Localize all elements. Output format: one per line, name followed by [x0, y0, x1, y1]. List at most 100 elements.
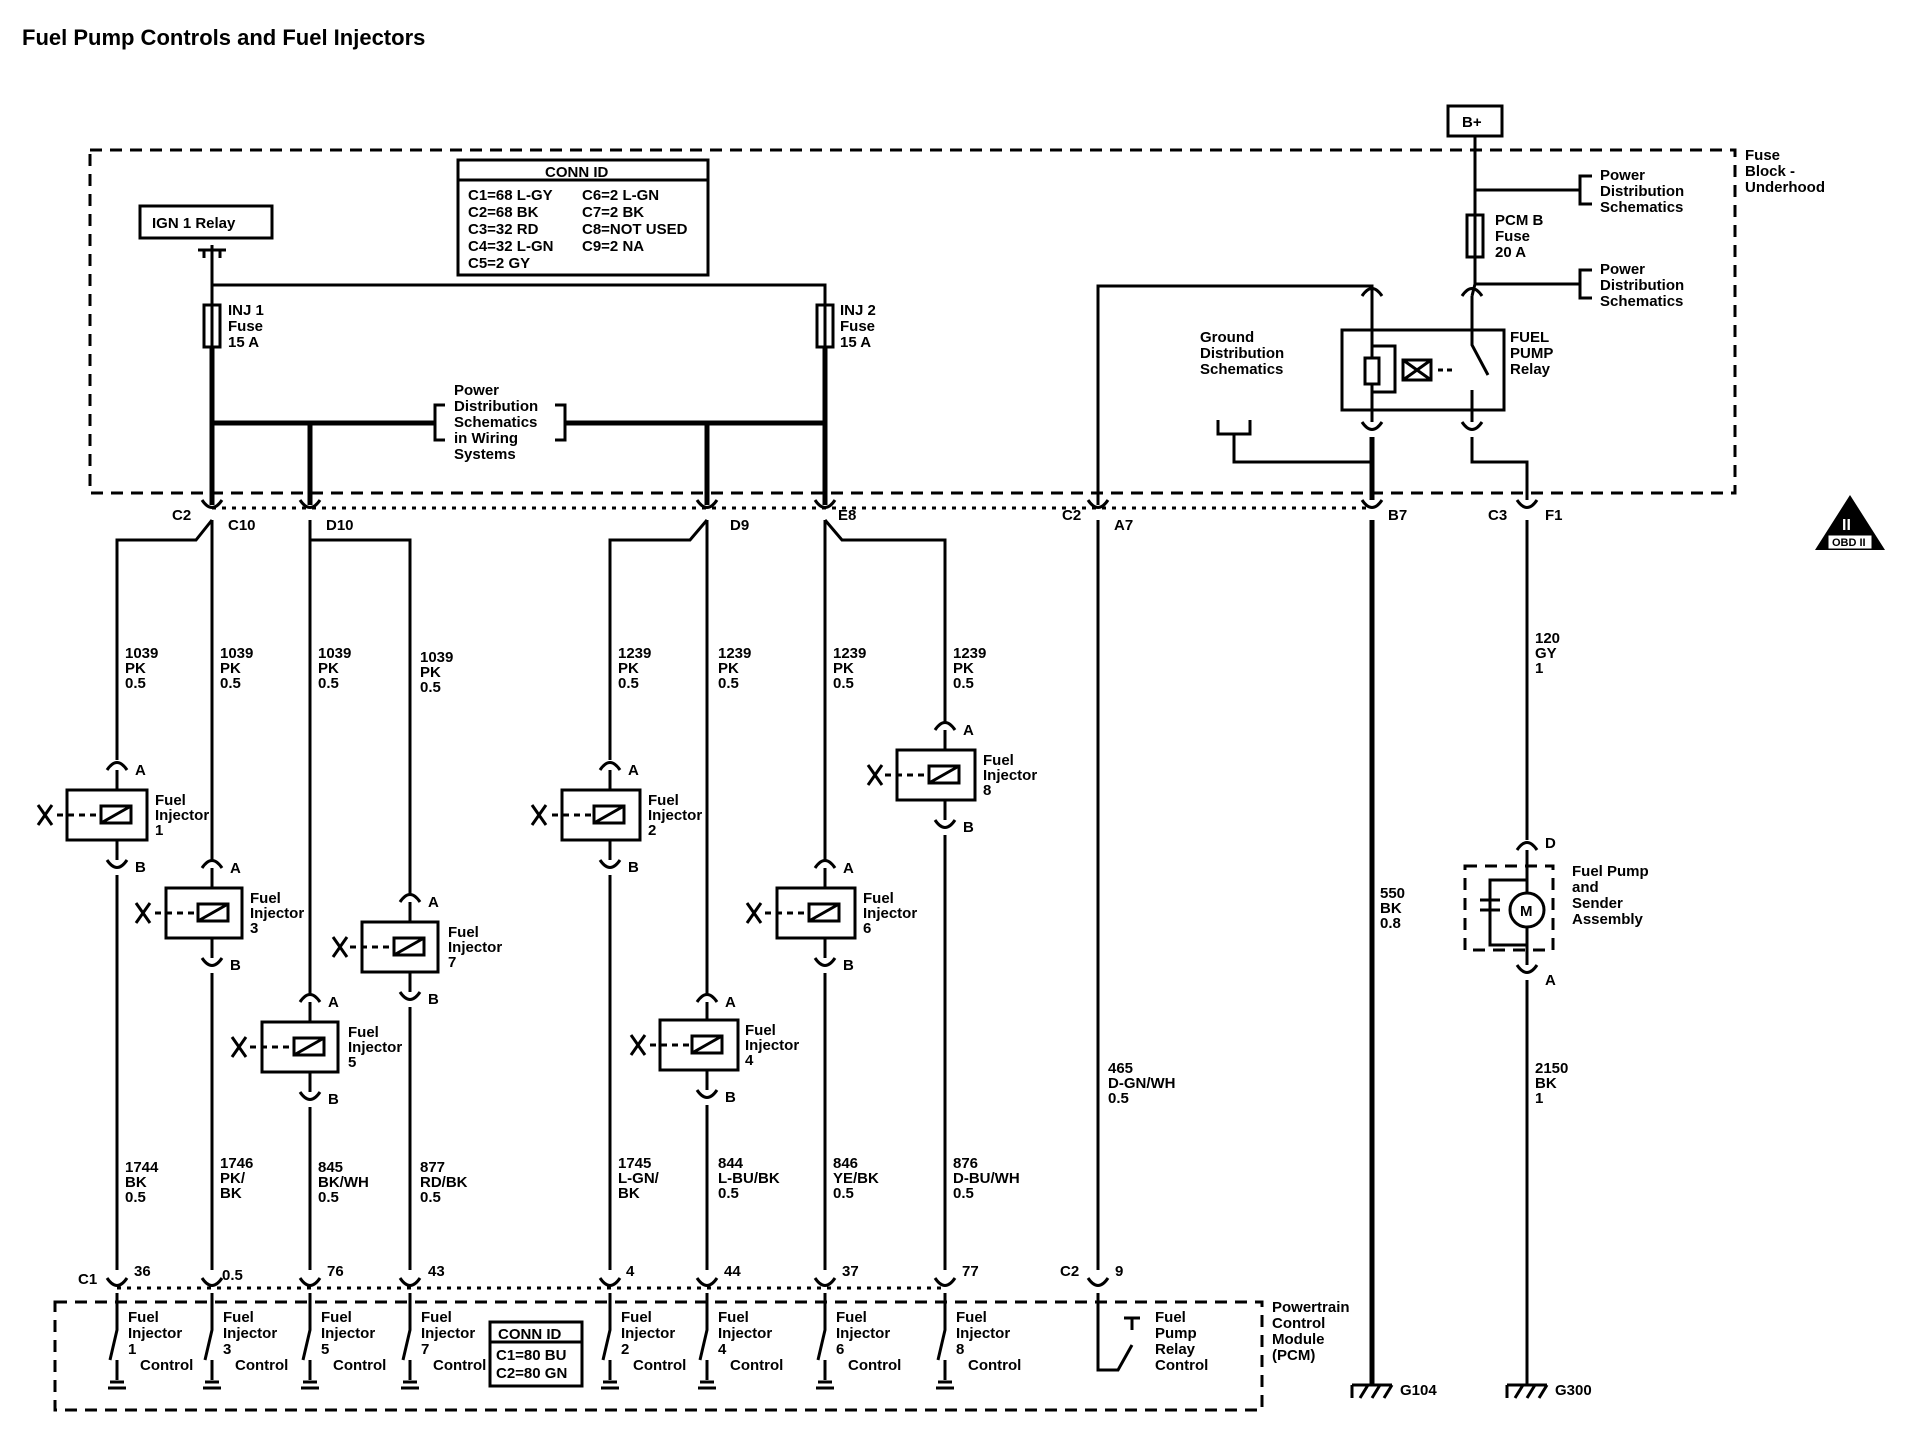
svg-text:1746: 1746 [220, 1155, 253, 1172]
pcmb-fuse-label: PCM B Fuse 20 A [1495, 212, 1544, 261]
fuel-pump-internals [1480, 850, 1546, 965]
svg-text:PK: PK [318, 660, 339, 677]
power-dist-right-label-2: Power Distribution Schematics [1600, 261, 1684, 310]
svg-text:Control: Control [333, 1357, 386, 1374]
fuel-injector-2: A B Fuel Injector 2 [530, 761, 702, 876]
svg-text:Fuel: Fuel [836, 1309, 867, 1326]
fuel-injector-6: A B Fuel Injector 6 [745, 859, 917, 974]
svg-text:Ground: Ground [1200, 329, 1254, 346]
svg-text:L-BU/BK: L-BU/BK [718, 1170, 780, 1187]
svg-text:C10: C10 [228, 517, 256, 534]
svg-text:PK: PK [718, 660, 739, 677]
svg-text:0.5: 0.5 [718, 1185, 739, 1202]
svg-text:Fuel: Fuel [250, 890, 281, 907]
svg-text:0.5: 0.5 [125, 1189, 146, 1206]
svg-text:RD/BK: RD/BK [420, 1174, 468, 1191]
wire-120 [1470, 437, 1529, 840]
svg-text:A7: A7 [1114, 517, 1133, 534]
svg-text:0.5: 0.5 [718, 675, 739, 692]
fuel-injector-7: A B Fuel Injector 7 [331, 893, 502, 1008]
svg-text:II: II [1842, 517, 1851, 534]
svg-text:Injector: Injector [223, 1325, 277, 1342]
svg-text:876: 876 [953, 1155, 978, 1172]
svg-text:C2=80 GN: C2=80 GN [496, 1365, 567, 1382]
svg-text:OBD II: OBD II [1832, 537, 1866, 549]
svg-text:Fuse: Fuse [228, 318, 263, 335]
svg-text:Relay: Relay [1155, 1341, 1196, 1358]
svg-text:Fuel: Fuel [348, 1024, 379, 1041]
svg-text:Fuel: Fuel [421, 1309, 452, 1326]
relay-control-switch [1096, 1293, 1140, 1372]
svg-text:Distribution: Distribution [1200, 345, 1284, 362]
svg-text:Fuel Pump: Fuel Pump [1572, 863, 1649, 880]
svg-text:B7: B7 [1388, 507, 1407, 524]
svg-text:Module: Module [1272, 1331, 1325, 1348]
svg-text:Power: Power [454, 382, 499, 399]
svg-text:Systems: Systems [454, 446, 516, 463]
power-dist-right-label-1: Power Distribution Schematics [1600, 167, 1684, 216]
svg-text:1745: 1745 [618, 1155, 651, 1172]
svg-text:Fuel: Fuel [448, 924, 479, 941]
svg-text:F1: F1 [1545, 507, 1563, 524]
svg-text:C8=NOT USED: C8=NOT USED [582, 221, 688, 238]
svg-text:D-BU/WH: D-BU/WH [953, 1170, 1020, 1187]
svg-text:Distribution: Distribution [454, 398, 538, 415]
pcm-boundary [53, 1300, 1264, 1412]
relay-control-label: Fuel Pump Relay Control [1155, 1309, 1208, 1374]
svg-text:C1=68 L-GY: C1=68 L-GY [468, 187, 553, 204]
svg-text:C1=80 BU: C1=80 BU [496, 1347, 566, 1364]
svg-text:B: B [843, 957, 854, 974]
svg-text:Sender: Sender [1572, 895, 1623, 912]
svg-text:Fuel: Fuel [718, 1309, 749, 1326]
svg-text:0.5: 0.5 [953, 675, 974, 692]
svg-text:CONN ID: CONN ID [498, 1326, 562, 1343]
wire-2150-label: 2150 BK 1 [1535, 1060, 1568, 1107]
svg-text:A: A [428, 894, 439, 911]
svg-text:1039: 1039 [420, 649, 453, 666]
svg-text:Control: Control [1155, 1357, 1208, 1374]
svg-text:5: 5 [348, 1054, 356, 1071]
svg-text:L-GN/: L-GN/ [618, 1170, 660, 1187]
battery-terminal-label: B+ [1462, 114, 1482, 131]
svg-text:D-GN/WH: D-GN/WH [1108, 1075, 1176, 1092]
svg-text:BK: BK [1380, 900, 1402, 917]
svg-text:Injector: Injector [448, 939, 502, 956]
relay-connectors [1360, 287, 1484, 431]
svg-text:Control: Control [730, 1357, 783, 1374]
svg-text:B: B [725, 1089, 736, 1106]
svg-text:A: A [843, 860, 854, 877]
svg-text:Assembly: Assembly [1572, 911, 1644, 928]
fuel-pump-connectors [1515, 841, 1539, 974]
fuel-injector-3: A B Fuel Injector 3 [134, 859, 304, 974]
svg-text:44: 44 [724, 1263, 741, 1280]
svg-text:1039: 1039 [220, 645, 253, 662]
svg-text:3: 3 [223, 1341, 231, 1358]
svg-text:6: 6 [836, 1341, 844, 1358]
svg-text:7: 7 [448, 954, 456, 971]
svg-text:PK: PK [953, 660, 974, 677]
svg-text:Underhood: Underhood [1745, 179, 1825, 196]
svg-text:B: B [135, 859, 146, 876]
svg-text:B: B [963, 819, 974, 836]
pcm-driver-switches [108, 1293, 954, 1390]
svg-text:Control: Control [848, 1357, 901, 1374]
svg-text:A: A [135, 762, 146, 779]
svg-text:C7=2 BK: C7=2 BK [582, 204, 644, 221]
svg-text:0.5: 0.5 [1108, 1090, 1129, 1107]
svg-text:PCM B: PCM B [1495, 212, 1544, 229]
power-dist-bracket [433, 403, 567, 442]
svg-text:Injector: Injector [863, 905, 917, 922]
svg-text:2150: 2150 [1535, 1060, 1568, 1077]
power-dist-right-brackets [1578, 174, 1592, 300]
svg-text:B: B [230, 957, 241, 974]
svg-text:1: 1 [128, 1341, 136, 1358]
svg-text:D10: D10 [326, 517, 354, 534]
pcm-conn-id-table: CONN ID C1=80 BU C2=80 GN [488, 1320, 584, 1388]
svg-text:Fuel: Fuel [983, 752, 1014, 769]
fuel-pump-relay-label: FUEL PUMP Relay [1510, 329, 1553, 378]
wire-465 [1096, 284, 1374, 1270]
fuel-pump-pin-d: D [1545, 835, 1556, 852]
svg-text:FUEL: FUEL [1510, 329, 1549, 346]
svg-text:A: A [725, 994, 736, 1011]
svg-text:C9=2 NA: C9=2 NA [582, 238, 644, 255]
